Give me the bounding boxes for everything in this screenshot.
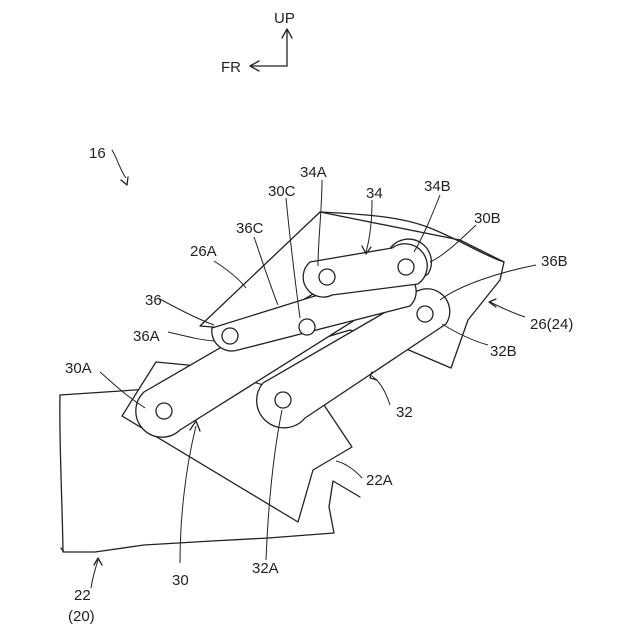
arrow-16-icon xyxy=(121,177,128,185)
up-label: UP xyxy=(274,10,295,27)
leader-22A xyxy=(336,461,362,478)
front-link-pin-30A xyxy=(156,403,172,419)
label-34A: 34A xyxy=(300,164,327,181)
label-36B: 36B xyxy=(541,253,568,270)
label-30B: 30B xyxy=(474,210,501,227)
label-32B: 32B xyxy=(490,343,517,360)
orientation-indicator: UP FR xyxy=(221,10,295,76)
label-22A: 22A xyxy=(366,472,393,489)
label-16: 16 xyxy=(89,145,106,162)
label-26A: 26A xyxy=(190,243,217,260)
label-34B: 34B xyxy=(424,178,451,195)
leader-16 xyxy=(112,150,126,178)
lower-body-left-edge xyxy=(60,395,63,552)
label-30: 30 xyxy=(172,572,189,589)
label-26-24: 26(24) xyxy=(530,316,573,333)
label-32: 32 xyxy=(396,404,413,421)
leader-26A xyxy=(214,261,246,288)
label-30C: 30C xyxy=(268,183,296,200)
label-36C: 36C xyxy=(236,220,264,237)
rear-link-pin-32B xyxy=(417,306,433,322)
label-20: (20) xyxy=(68,608,95,625)
link-36-pin-36A xyxy=(222,328,238,344)
label-36A: 36A xyxy=(133,328,160,345)
link-36-pin-36C xyxy=(299,319,315,335)
leader-32 xyxy=(372,376,390,405)
front-label: FR xyxy=(221,59,241,76)
label-22: 22 xyxy=(74,587,91,604)
rear-link-pin-32A xyxy=(275,392,291,408)
link-34-pin-34B xyxy=(398,259,414,275)
lower-body-outline xyxy=(61,481,360,552)
leader-36A xyxy=(168,332,214,341)
label-30A: 30A xyxy=(65,360,92,377)
leader-26-24 xyxy=(490,302,525,317)
label-34: 34 xyxy=(366,185,383,202)
link-34-pin-34A xyxy=(319,269,335,285)
label-36: 36 xyxy=(145,292,162,309)
label-32A: 32A xyxy=(252,560,279,577)
